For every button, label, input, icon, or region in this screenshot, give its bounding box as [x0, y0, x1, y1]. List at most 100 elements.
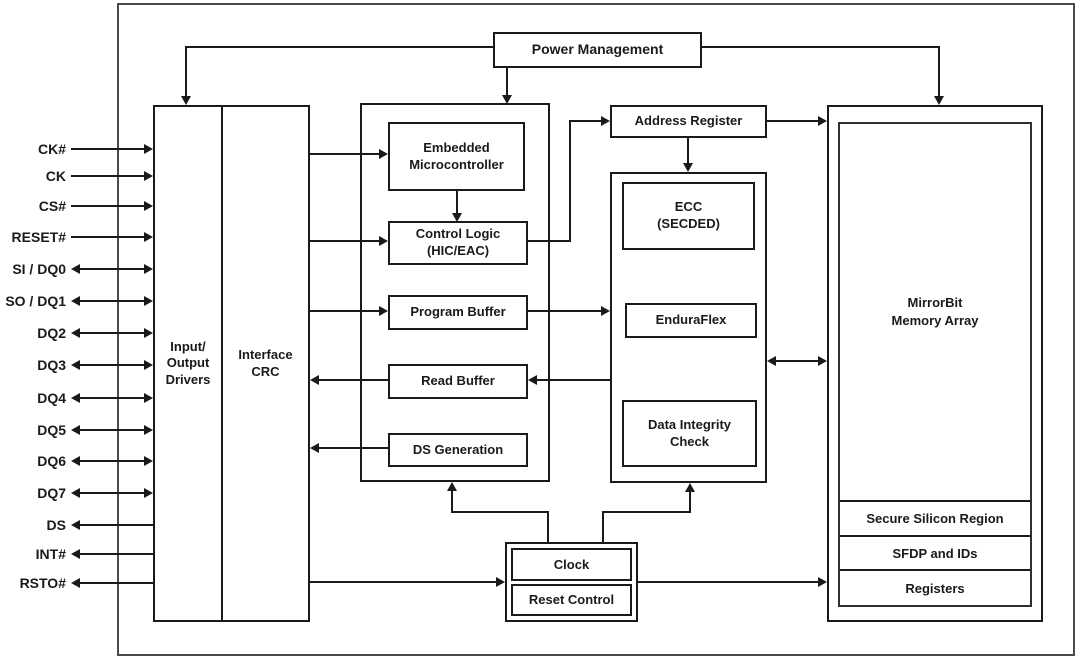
embedded-microcontroller-box: Embedded Microcontroller	[388, 122, 525, 191]
conn-power-to-io-line	[185, 46, 493, 48]
pin-row-ck: CK	[0, 166, 160, 186]
conn-clock-to-controller-line	[451, 511, 549, 513]
pin-wire	[79, 332, 145, 334]
arrow-right-icon	[144, 360, 153, 370]
input-output-drivers-cell: Input/ Output Drivers	[155, 107, 223, 620]
pin-label: DS	[46, 517, 66, 533]
mirrorbit-memory-array-label: MirrorBit Memory Array	[891, 294, 979, 328]
conn-addrreg-to-ecc-arrow-down-icon	[683, 163, 693, 172]
secure-silicon-region-row: Secure Silicon Region	[840, 500, 1030, 535]
pin-row-dq2: DQ2	[0, 323, 160, 343]
pin-label: DQ4	[37, 390, 66, 406]
arrow-left-icon	[71, 393, 80, 403]
arrow-right-icon	[144, 488, 153, 498]
conn-dsgen-to-crc-line	[318, 447, 388, 449]
pin-label: DQ2	[37, 325, 66, 341]
reset-control-cell: Reset Control	[511, 583, 632, 616]
pin-row-sidq0: SI / DQ0	[0, 259, 160, 279]
conn-clock-to-ecc-arrow-up-icon	[685, 483, 695, 492]
pin-row-cs: CS#	[0, 196, 160, 216]
conn-control-to-addrreg-line	[569, 120, 571, 242]
arrow-right-icon	[144, 393, 153, 403]
conn-ecc-to-readbuf-line	[536, 379, 610, 381]
pin-label: RESET#	[11, 229, 66, 245]
data-integrity-check-box: Data Integrity Check	[622, 400, 757, 467]
arrow-left-icon	[71, 425, 80, 435]
pin-wire	[79, 524, 153, 526]
conn-addrreg-to-memory-line	[767, 120, 818, 122]
arrow-left-icon	[71, 360, 80, 370]
interface-crc-cell: Interface CRC	[238, 346, 293, 379]
conn-ecc-memory-bidir-arrow-right-icon	[818, 356, 827, 366]
arrow-left-icon	[71, 296, 80, 306]
arrow-left-icon	[71, 264, 80, 274]
conn-control-to-addrreg-arrow-right-icon	[601, 116, 610, 126]
conn-power-to-memory-arrow-down-icon	[934, 96, 944, 105]
conn-control-to-addrreg-line	[528, 240, 571, 242]
conn-crc-to-clock-line	[310, 581, 496, 583]
pin-label: INT#	[35, 546, 66, 562]
pin-label: CK	[45, 168, 66, 184]
arrow-left-icon	[71, 488, 80, 498]
ds-generation-box: DS Generation	[388, 433, 528, 467]
conn-readbuf-to-crc-arrow-left-icon	[310, 375, 319, 385]
pin-row-rsto: RSTO#	[0, 573, 160, 593]
arrow-right-icon	[144, 456, 153, 466]
conn-clock-to-memory-line	[638, 581, 818, 583]
conn-power-to-controller-arrow-down-icon	[502, 95, 512, 104]
conn-power-to-io-line	[185, 46, 187, 96]
conn-dsgen-to-crc-arrow-left-icon	[310, 443, 319, 453]
conn-power-to-controller-line	[506, 68, 508, 96]
arrow-right-icon	[144, 328, 153, 338]
pin-row-int: INT#	[0, 544, 160, 564]
memory-array-box: MirrorBit Memory Array Secure Silicon Re…	[838, 122, 1032, 607]
arrow-left-icon	[71, 328, 80, 338]
conn-clock-to-ecc-line	[602, 511, 690, 513]
arrow-right-icon	[144, 171, 153, 181]
conn-crc-to-control-arrow-right-icon	[379, 236, 388, 246]
pin-wire	[79, 429, 145, 431]
pin-wire	[79, 397, 145, 399]
conn-power-to-memory-line	[938, 46, 940, 96]
read-buffer-box: Read Buffer	[388, 364, 528, 399]
pin-wire	[71, 236, 145, 238]
program-buffer-box: Program Buffer	[388, 295, 528, 330]
arrow-left-icon	[71, 549, 80, 559]
sfdp-and-ids-row: SFDP and IDs	[840, 535, 1030, 569]
conn-clock-to-memory-arrow-right-icon	[818, 577, 827, 587]
arrow-right-icon	[144, 232, 153, 242]
pin-wire	[79, 268, 145, 270]
conn-control-to-addrreg-line	[569, 120, 601, 122]
pin-row-reset: RESET#	[0, 227, 160, 247]
pin-label: DQ6	[37, 453, 66, 469]
pin-wire	[79, 300, 145, 302]
conn-crc-to-embedded-arrow-right-icon	[379, 149, 388, 159]
pin-wire	[79, 460, 145, 462]
conn-ecc-memory-bidir-line	[776, 360, 818, 362]
conn-clock-to-controller-arrow-up-icon	[447, 482, 457, 491]
registers-row: Registers	[840, 569, 1030, 605]
arrow-right-icon	[144, 144, 153, 154]
conn-clock-to-ecc-line	[689, 492, 691, 513]
conn-crc-to-progbuf-line	[310, 310, 380, 312]
arrow-right-icon	[144, 425, 153, 435]
address-register-box: Address Register	[610, 105, 767, 138]
pin-wire	[71, 175, 145, 177]
pin-row-dq5: DQ5	[0, 420, 160, 440]
conn-clock-to-controller-line	[547, 511, 549, 542]
conn-crc-to-control-line	[310, 240, 380, 242]
power-management-box: Power Management	[493, 32, 702, 68]
control-logic-box: Control Logic (HIC/EAC)	[388, 221, 528, 265]
pin-row-sodq1: SO / DQ1	[0, 291, 160, 311]
conn-ecc-memory-bidir-arrow-left-icon	[767, 356, 776, 366]
arrow-left-icon	[71, 456, 80, 466]
pin-row-dq7: DQ7	[0, 483, 160, 503]
pin-wire	[79, 364, 145, 366]
pin-wire	[79, 582, 153, 584]
pin-wire	[71, 205, 145, 207]
ecc-secded-box: ECC (SECDED)	[622, 182, 755, 250]
pin-label: SI / DQ0	[12, 261, 66, 277]
conn-power-to-io-arrow-down-icon	[181, 96, 191, 105]
pin-row-dq4: DQ4	[0, 388, 160, 408]
